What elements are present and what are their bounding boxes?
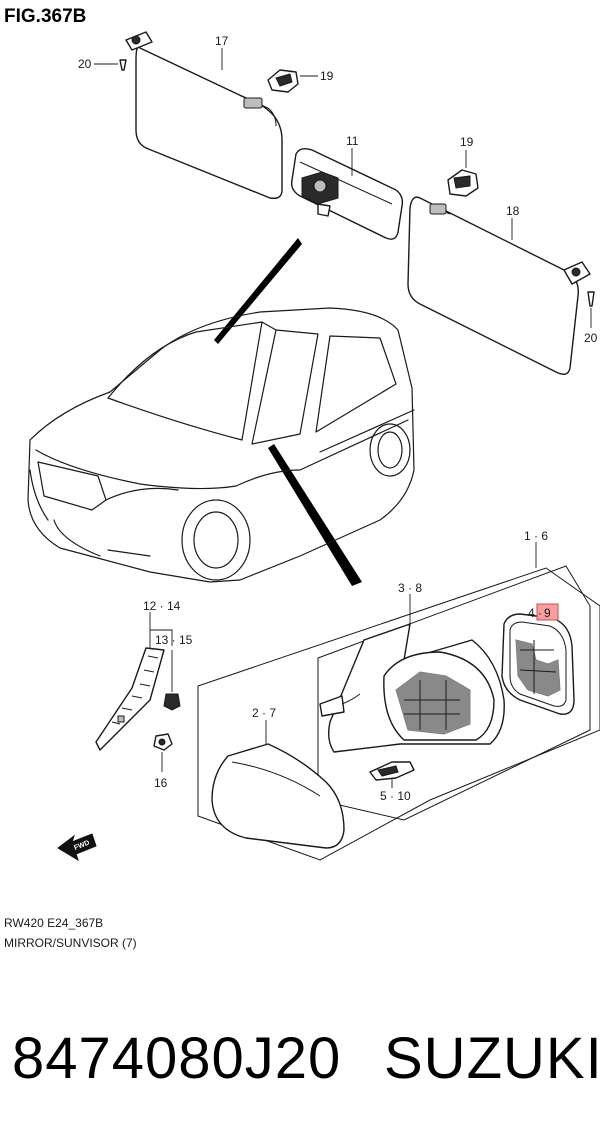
mirror-glass-part-4-9[interactable] [501, 613, 575, 715]
pointer-wedge-bottom [268, 444, 362, 586]
sunvisor-right-part-18[interactable] [407, 196, 591, 375]
car-illustration [27, 307, 415, 583]
figure-code: RW420 E24_367B [4, 916, 103, 930]
visor-clip-part-19-top[interactable] [267, 69, 299, 93]
callout-5-10: 5 · 10 [380, 789, 411, 803]
callout-18: 18 [506, 204, 520, 218]
garnish-clip-part-13-15[interactable] [163, 693, 181, 711]
figure-caption: MIRROR/SUNVISOR (7) [4, 936, 137, 950]
callout-1-6: 1 · 6 [524, 529, 548, 543]
visor-clip-part-19-right[interactable] [447, 169, 479, 197]
mirror-assembly-outer-box [197, 567, 600, 861]
figure-title: FIG.367B [4, 6, 86, 27]
callout-13-15: 13 · 15 [155, 633, 193, 647]
callout-16: 16 [154, 776, 168, 790]
part-number: 8474080J20 [12, 1026, 341, 1091]
visor-screw-part-20-right[interactable] [587, 291, 595, 307]
pointer-wedge-top [214, 238, 302, 344]
callout-20-left: 20 [78, 57, 92, 71]
rearview-mirror-part-11[interactable] [290, 147, 404, 240]
callout-11: 11 [346, 134, 359, 148]
callout-17: 17 [215, 34, 229, 48]
callout-12-14: 12 · 14 [143, 599, 181, 613]
callout-20-right: 20 [584, 331, 598, 345]
callout-4-9-number: 9 [544, 606, 551, 620]
nut-part-16[interactable] [153, 733, 173, 751]
callout-2-7: 2 · 7 [252, 706, 276, 720]
callout-4-9-prefix: 4 · [528, 606, 542, 620]
callout-19-right: 19 [460, 135, 474, 149]
turn-lamp-part-5-10[interactable] [369, 761, 415, 781]
brand-name: SUZUKI [384, 1026, 600, 1091]
mirror-housing-part-3-8[interactable] [319, 623, 505, 753]
callout-19-top: 19 [320, 69, 334, 83]
mirror-cover-part-2-7[interactable] [211, 743, 345, 849]
sunvisor-left-part-17[interactable] [135, 46, 283, 200]
fwd-arrow-icon: FWD [57, 833, 97, 862]
visor-hinge-bracket-left[interactable] [119, 31, 153, 71]
pillar-garnish-part-12-14[interactable] [95, 647, 165, 751]
highlight-box-9[interactable] [536, 603, 559, 621]
callout-3-8: 3 · 8 [398, 581, 422, 595]
